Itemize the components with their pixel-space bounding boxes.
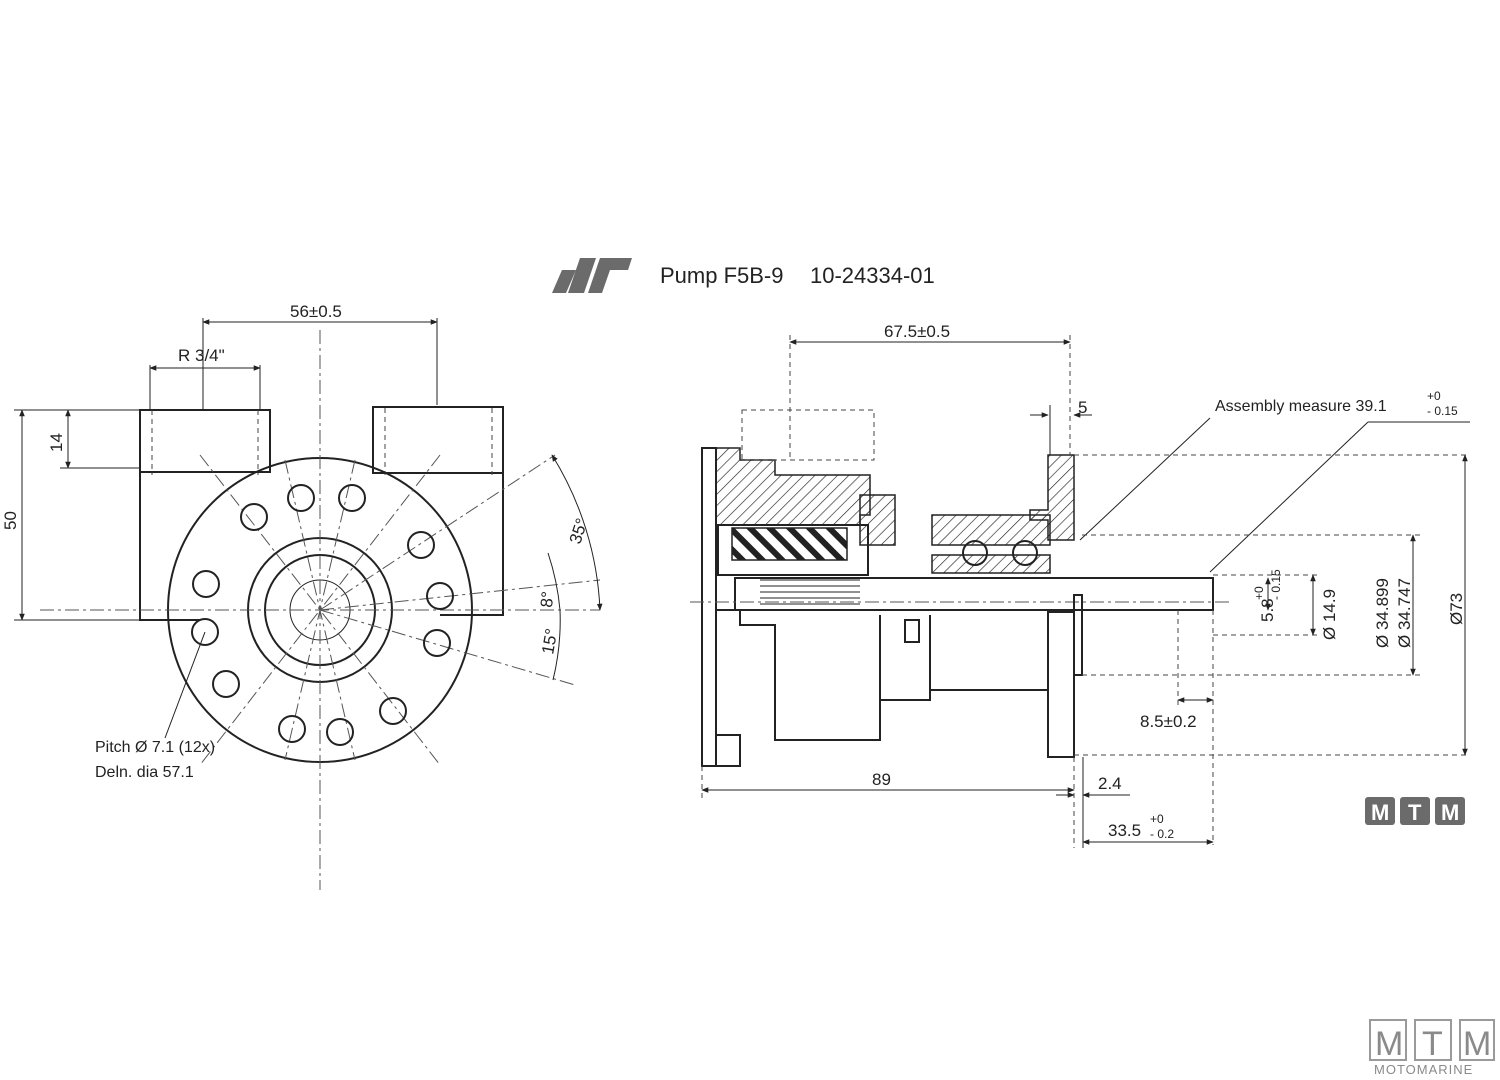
badge-letter-t: T — [1408, 800, 1422, 825]
assembly-tol-lower: - 0.15 — [1427, 404, 1458, 418]
dim-8-5: 8.5±0.2 — [1140, 712, 1197, 731]
dim-50: 50 — [1, 511, 20, 530]
dim-33-5-tol-lower: - 0.2 — [1150, 827, 1174, 841]
dim-56: 56±0.5 — [290, 302, 342, 321]
brand-logo — [552, 258, 632, 293]
dim-5-8-tol-lower: - 0.15 — [1269, 569, 1283, 600]
corner-subtitle: MOTOMARINE — [1374, 1062, 1473, 1077]
bolt-holes — [191, 484, 454, 746]
assembly-tol-upper: +0 — [1427, 389, 1441, 403]
dim-89: 89 — [872, 770, 891, 789]
pump-title: Pump F5B-9 — [660, 263, 784, 288]
dim-67-5: 67.5±0.5 — [884, 322, 950, 341]
corner-letter-t: T — [1422, 1025, 1443, 1063]
dim-5-8: 5.8 — [1258, 598, 1277, 622]
corner-letter-m1: M — [1375, 1025, 1403, 1063]
dim-thread: R 3/4" — [178, 346, 225, 365]
dim-34-899: Ø 34.899 — [1373, 578, 1392, 648]
angle-15: 15° — [538, 627, 561, 656]
front-view: 56±0.5 R 3/4" 14 50 35° 8° 15° Pitch Ø 7… — [1, 302, 603, 890]
badge-letter-m1: M — [1371, 800, 1389, 825]
dim-33-5-tol-upper: +0 — [1150, 812, 1164, 826]
corner-letter-m2: M — [1463, 1025, 1491, 1063]
section-view: 67.5±0.5 5 Assembly measure 39.1 +0 - 0.… — [690, 322, 1470, 848]
dim-33-5: 33.5 — [1108, 821, 1141, 840]
dim-14: 14 — [47, 433, 66, 452]
dim-5-8-tol-upper: +0 — [1252, 586, 1266, 600]
dim-2-4: 2.4 — [1098, 774, 1122, 793]
dim-34-747: Ø 34.747 — [1395, 578, 1414, 648]
motomarine-watermark: M T M MOTOMARINE — [1369, 1019, 1495, 1077]
badge-letter-m2: M — [1441, 800, 1459, 825]
angle-35: 35° — [566, 516, 592, 546]
dim-73: Ø73 — [1447, 593, 1466, 625]
mtm-badge: M T M — [1365, 797, 1465, 825]
impeller-splines — [760, 579, 860, 605]
assembly-measure: Assembly measure 39.1 — [1215, 398, 1387, 415]
pitch-note: Pitch Ø 7.1 (12x) — [95, 739, 215, 756]
deln-note: Deln. dia 57.1 — [95, 764, 194, 781]
part-number: 10-24334-01 — [810, 263, 935, 288]
dim-5: 5 — [1078, 398, 1087, 417]
angle-8: 8° — [537, 590, 557, 608]
dim-14-9: Ø 14.9 — [1320, 589, 1339, 640]
